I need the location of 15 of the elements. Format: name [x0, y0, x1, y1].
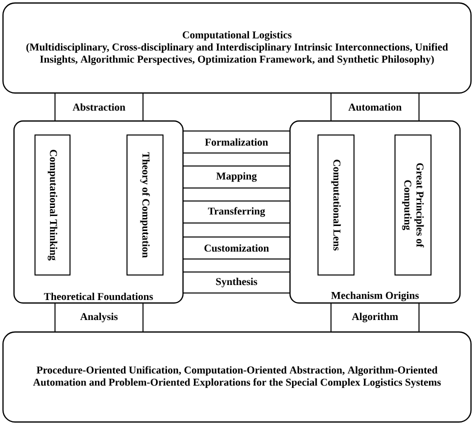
vertical-box: Great Principles of Computing	[394, 134, 432, 276]
vertical-box: Theory of Computation	[126, 134, 164, 276]
label-box: Automation	[330, 92, 420, 122]
label-box: Synthesis	[182, 272, 290, 294]
label-box: Algorithm	[330, 302, 420, 332]
vertical-box: Computational Thinking	[34, 134, 70, 276]
rounded-box: Procedure-Oriented Unification, Computation-Oriented Abstraction, Algorithm-Oriented Automation and Problem-Oriented Explorations for the Special Complex Logistics Systems	[2, 331, 472, 423]
label-box: Mapping	[182, 166, 290, 188]
vertical-box: Computational Lens	[318, 134, 354, 276]
rounded-box: Computational Logistics (Multidisciplinary, Cross-disciplinary and Interdisciplinary Intrinsic Interconnections, Unified Insights, Algorithmic Perspectives, Optimization Framework, and Synthetic Philosophy)	[2, 2, 472, 94]
label-box: Abstraction	[54, 92, 144, 122]
label-box: Analysis	[54, 302, 144, 332]
label-box: Formalization	[182, 130, 290, 154]
label-box: Transferring	[182, 200, 290, 224]
label-box: Customization	[182, 236, 290, 260]
